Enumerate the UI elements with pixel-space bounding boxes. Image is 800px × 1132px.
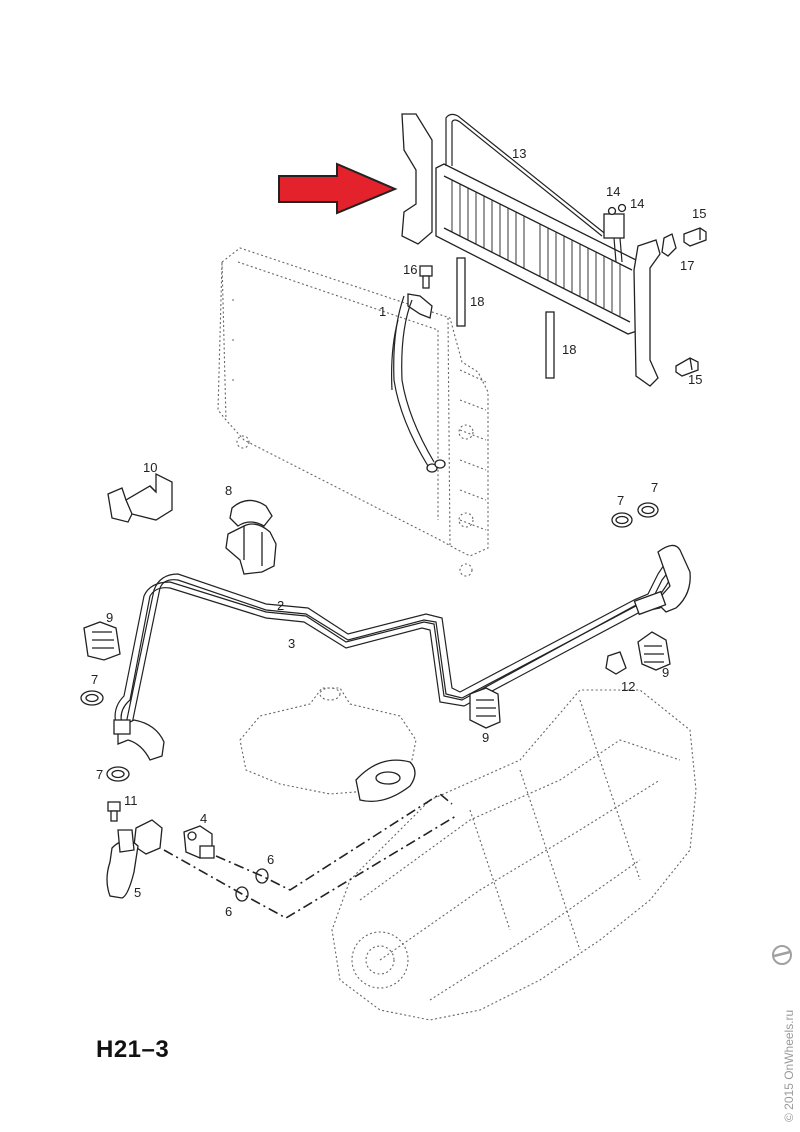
clip-7b bbox=[637, 502, 659, 518]
transmission-outline bbox=[331, 689, 697, 1021]
bolt-11 bbox=[107, 801, 121, 822]
callout-4: 4 bbox=[200, 811, 207, 826]
callout-9c: 9 bbox=[662, 665, 669, 680]
callout-8: 8 bbox=[225, 483, 232, 498]
callout-13: 13 bbox=[512, 146, 526, 161]
diagram-reference-code: H21–3 bbox=[96, 1036, 170, 1063]
callout-11: 11 bbox=[124, 793, 138, 808]
callout-14a: 14 bbox=[606, 184, 620, 199]
callout-5: 5 bbox=[134, 885, 141, 900]
callout-9b: 9 bbox=[482, 730, 489, 745]
callout-9a: 9 bbox=[106, 610, 113, 625]
radiator-outline bbox=[217, 247, 489, 577]
callout-15b: 15 bbox=[688, 372, 702, 387]
callout-16: 16 bbox=[403, 262, 417, 277]
assembly-lines bbox=[163, 793, 457, 919]
clamp-9-right bbox=[637, 631, 671, 671]
bolt-16 bbox=[419, 265, 433, 289]
seal-ring bbox=[355, 759, 416, 803]
bracket-8 bbox=[225, 499, 277, 575]
tank-outline bbox=[239, 687, 417, 795]
callout-7c: 7 bbox=[91, 672, 98, 687]
callout-18b: 18 bbox=[562, 342, 576, 357]
clamp-9-middle bbox=[469, 687, 501, 729]
bolt-15-bottom bbox=[675, 357, 699, 377]
clamp-9-left bbox=[83, 621, 121, 661]
callouts: 13 14 14 15 17 16 18 18 15 1 10 8 7 7 2 … bbox=[91, 146, 706, 919]
callout-14b: 14 bbox=[630, 196, 644, 211]
callout-7d: 7 bbox=[96, 767, 103, 782]
callout-15a: 15 bbox=[692, 206, 706, 221]
clip-12 bbox=[605, 651, 627, 675]
clip-7a bbox=[611, 512, 633, 528]
hose-5 bbox=[106, 819, 163, 899]
hose-end-right bbox=[633, 544, 691, 616]
callout-6a: 6 bbox=[267, 852, 274, 867]
hose-end-left bbox=[113, 719, 165, 761]
copyright-watermark: © 2015 OnWheels.ru bbox=[782, 1009, 796, 1122]
callout-7a: 7 bbox=[617, 493, 624, 508]
pipe-2 bbox=[125, 555, 677, 725]
hose-1 bbox=[391, 293, 446, 473]
brand-logo-icon bbox=[772, 945, 792, 965]
callout-10: 10 bbox=[143, 460, 157, 475]
callout-2: 2 bbox=[277, 598, 284, 613]
callout-3: 3 bbox=[288, 636, 295, 651]
callout-17: 17 bbox=[680, 258, 694, 273]
clip-7d bbox=[106, 766, 130, 782]
callout-1: 1 bbox=[379, 304, 386, 319]
connector-4 bbox=[183, 825, 215, 859]
callout-12: 12 bbox=[621, 679, 635, 694]
bracket-10 bbox=[107, 472, 173, 523]
strip-18b bbox=[545, 311, 555, 379]
cooler-fins bbox=[451, 180, 621, 316]
callout-7b: 7 bbox=[651, 480, 658, 495]
callout-18a: 18 bbox=[470, 294, 484, 309]
bolt-15-top bbox=[683, 227, 707, 247]
pipe-3 bbox=[114, 561, 687, 731]
clip-7c bbox=[80, 690, 104, 706]
o-ring-6a bbox=[255, 868, 269, 884]
clip-17 bbox=[661, 233, 677, 257]
highlight-arrow-icon bbox=[278, 162, 398, 215]
strip-18a bbox=[456, 257, 466, 327]
callout-6b: 6 bbox=[225, 904, 232, 919]
oil-cooler bbox=[401, 113, 661, 387]
